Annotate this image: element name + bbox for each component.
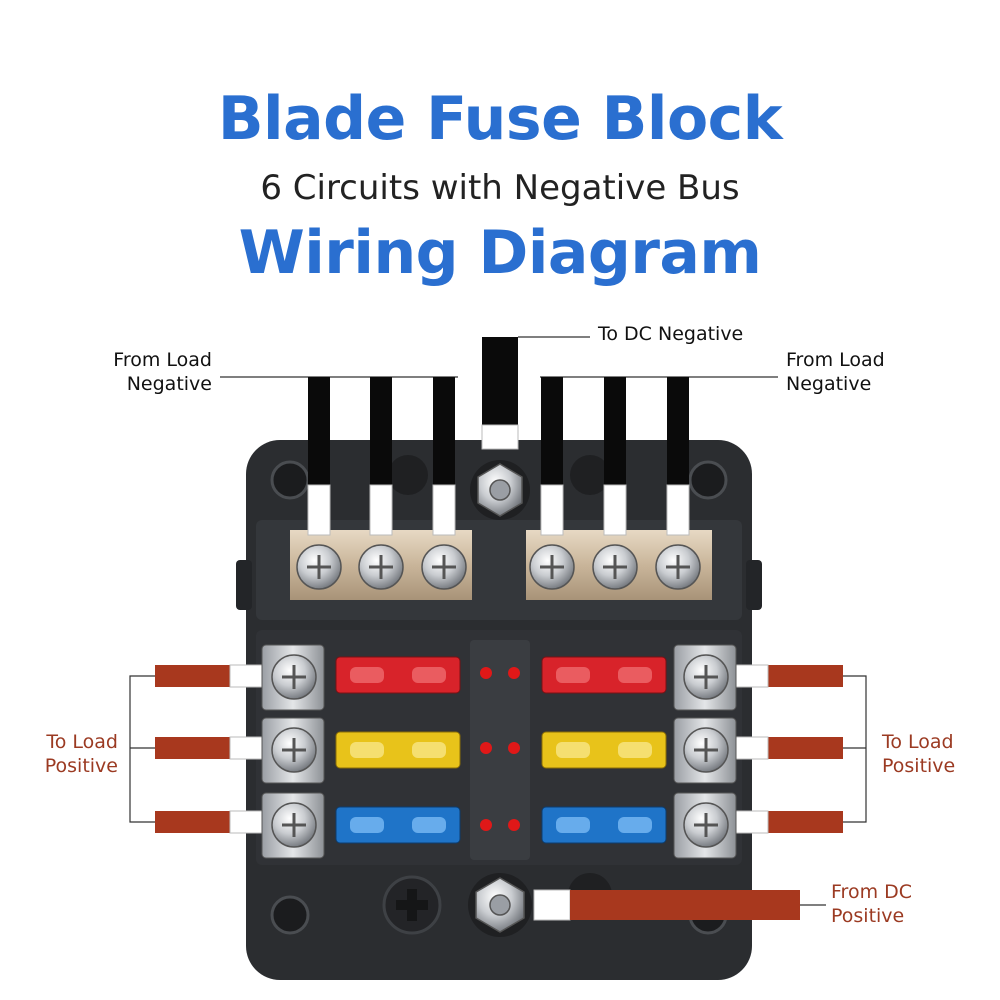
led-icon <box>508 742 520 754</box>
fuse-left-red <box>335 656 461 694</box>
terminal-clamps-right <box>673 644 737 859</box>
screw-icon <box>592 544 638 590</box>
screw-icon <box>296 544 342 590</box>
title-diagram: Wiring Diagram <box>238 218 762 288</box>
fuse-right-blue <box>541 806 667 844</box>
screw-icon <box>683 802 729 848</box>
label-from-load-negative-left: From Load Negative <box>113 349 212 395</box>
screw-icon <box>358 544 404 590</box>
positive-stud-icon <box>468 873 532 937</box>
mount-hole-icon <box>270 895 310 935</box>
load-positive-wires-right <box>727 664 843 834</box>
led-icon <box>480 742 492 754</box>
screw-icon <box>421 544 467 590</box>
label-from-load-negative-right: From Load Negative <box>786 349 885 395</box>
screw-icon <box>683 654 729 700</box>
title-subtitle: 6 Circuits with Negative Bus <box>260 168 740 208</box>
negative-stud-icon <box>470 460 530 520</box>
screw-icon <box>655 544 701 590</box>
label-to-load-positive-right: To Load Positive <box>882 731 956 777</box>
fuse-right-red <box>541 656 667 694</box>
terminal-clamps-left <box>261 644 325 859</box>
screw-icon <box>683 727 729 773</box>
negative-wires <box>307 337 690 536</box>
fuse-right-yellow <box>541 731 667 769</box>
screw-icon <box>271 802 317 848</box>
title-main: Blade Fuse Block <box>217 84 783 154</box>
screw-icon <box>271 654 317 700</box>
label-to-load-positive-left: To Load Positive <box>44 731 118 777</box>
led-icon <box>508 667 520 679</box>
screw-icon <box>529 544 575 590</box>
fuses <box>335 656 667 844</box>
dc-positive-wire <box>533 889 800 921</box>
positive-symbol-icon <box>382 875 442 935</box>
screw-icon <box>271 727 317 773</box>
indicator-leds <box>480 667 520 831</box>
callout-lines <box>129 336 867 906</box>
bus-screws <box>296 544 701 590</box>
mount-hole-icon <box>270 460 310 500</box>
led-icon <box>480 667 492 679</box>
label-to-dc-negative: To DC Negative <box>598 323 744 345</box>
led-icon <box>480 819 492 831</box>
fuse-left-yellow <box>335 731 461 769</box>
led-icon <box>508 819 520 831</box>
mount-hole-icon <box>688 460 728 500</box>
label-from-dc-positive: From DC Positive <box>831 881 913 927</box>
fuse-left-blue <box>335 806 461 844</box>
